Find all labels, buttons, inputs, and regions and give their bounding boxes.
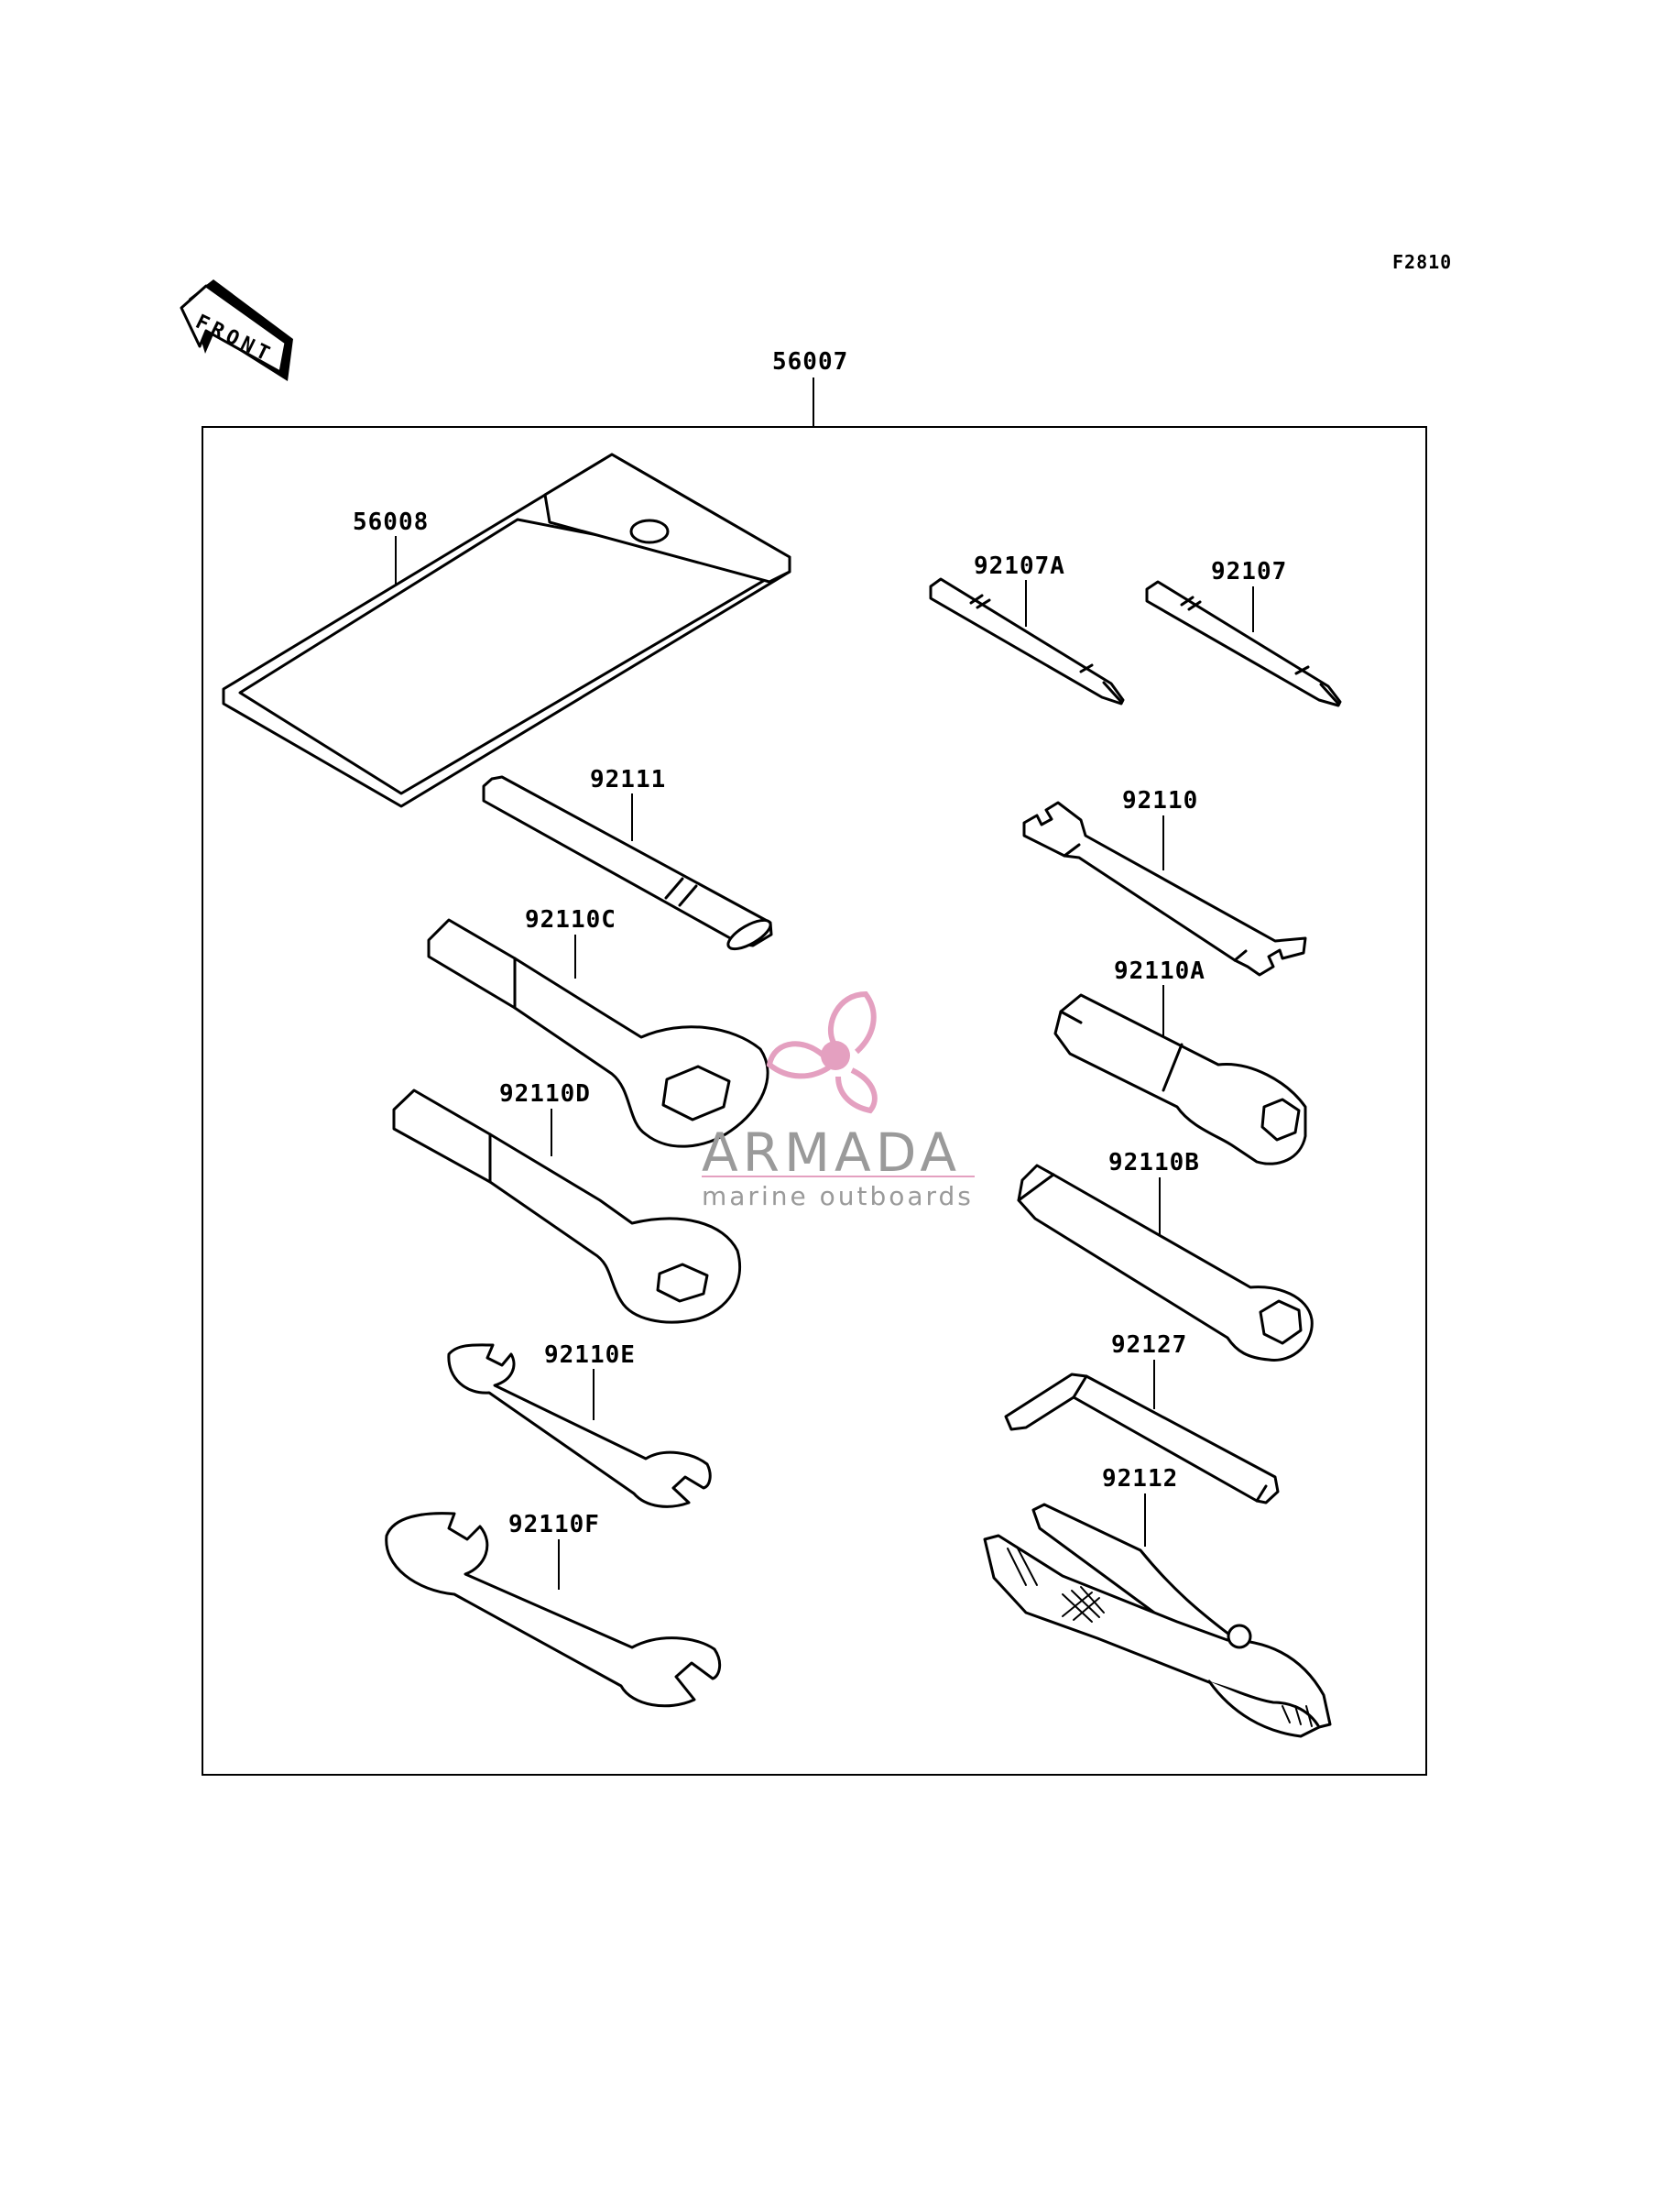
propeller-icon [766,990,878,1114]
part-number-label: 92110D [499,1080,591,1108]
box-wrench-icon [392,1089,742,1324]
box-wrench-icon [427,918,769,1148]
watermark: ARMADA marine outboards [702,990,975,1211]
part-callout: 92107 [1211,558,1287,632]
part-callout: 92110E [544,1341,636,1420]
part-number-label: 92110B [1108,1149,1200,1176]
part-number-label: 92127 [1111,1331,1187,1359]
socket-wrench-icon [1017,1164,1314,1362]
part-callout: 92110D [499,1080,591,1156]
part-number-label: 56008 [353,509,429,536]
part-callout: 92110A [1114,957,1205,1037]
hex-key-icon [1004,1373,1280,1504]
part-callout: 92110F [508,1511,600,1590]
part-number-label: 92107A [974,552,1065,580]
screwdriver-bit-icon [1145,580,1342,707]
part-callout: 92112 [1102,1465,1178,1547]
part-number-label: 92110A [1114,957,1205,985]
plug-socket-wrench-icon [1053,993,1307,1165]
part-number-label: 92112 [1102,1465,1178,1493]
open-end-wrench-icon [447,1343,712,1508]
pliers-icon [983,1503,1332,1738]
part-callout: 92110C [525,906,616,979]
part-callout: 92107A [974,552,1065,627]
screwdriver-bit-icon [929,577,1125,706]
part-number-label: 92107 [1211,558,1287,585]
part-number-label: 92110E [544,1341,636,1369]
part-callout: 92111 [590,766,666,841]
part-number-label: 92110 [1122,787,1198,815]
part-callout: 56008 [353,509,429,586]
handle-bar-icon [482,775,773,951]
part-number-label: 92111 [590,766,666,793]
open-end-wrench-icon [385,1512,722,1708]
part-callout: 92110 [1122,787,1198,870]
front-arrow-icon: FRONT [180,279,293,381]
watermark-title: ARMADA [702,1121,961,1184]
watermark-subtitle: marine outboards [702,1181,974,1211]
screwdriver-handle-icon [1022,801,1307,977]
figure-code: F2810 [1392,251,1452,273]
part-callout: 92110B [1108,1149,1200,1237]
part-number-label: 92110F [508,1511,600,1538]
assembly-part-number: 56007 [772,348,848,376]
part-number-label: 92110C [525,906,616,934]
part-callout: 92127 [1111,1331,1187,1409]
tool-bag-icon [222,453,791,808]
